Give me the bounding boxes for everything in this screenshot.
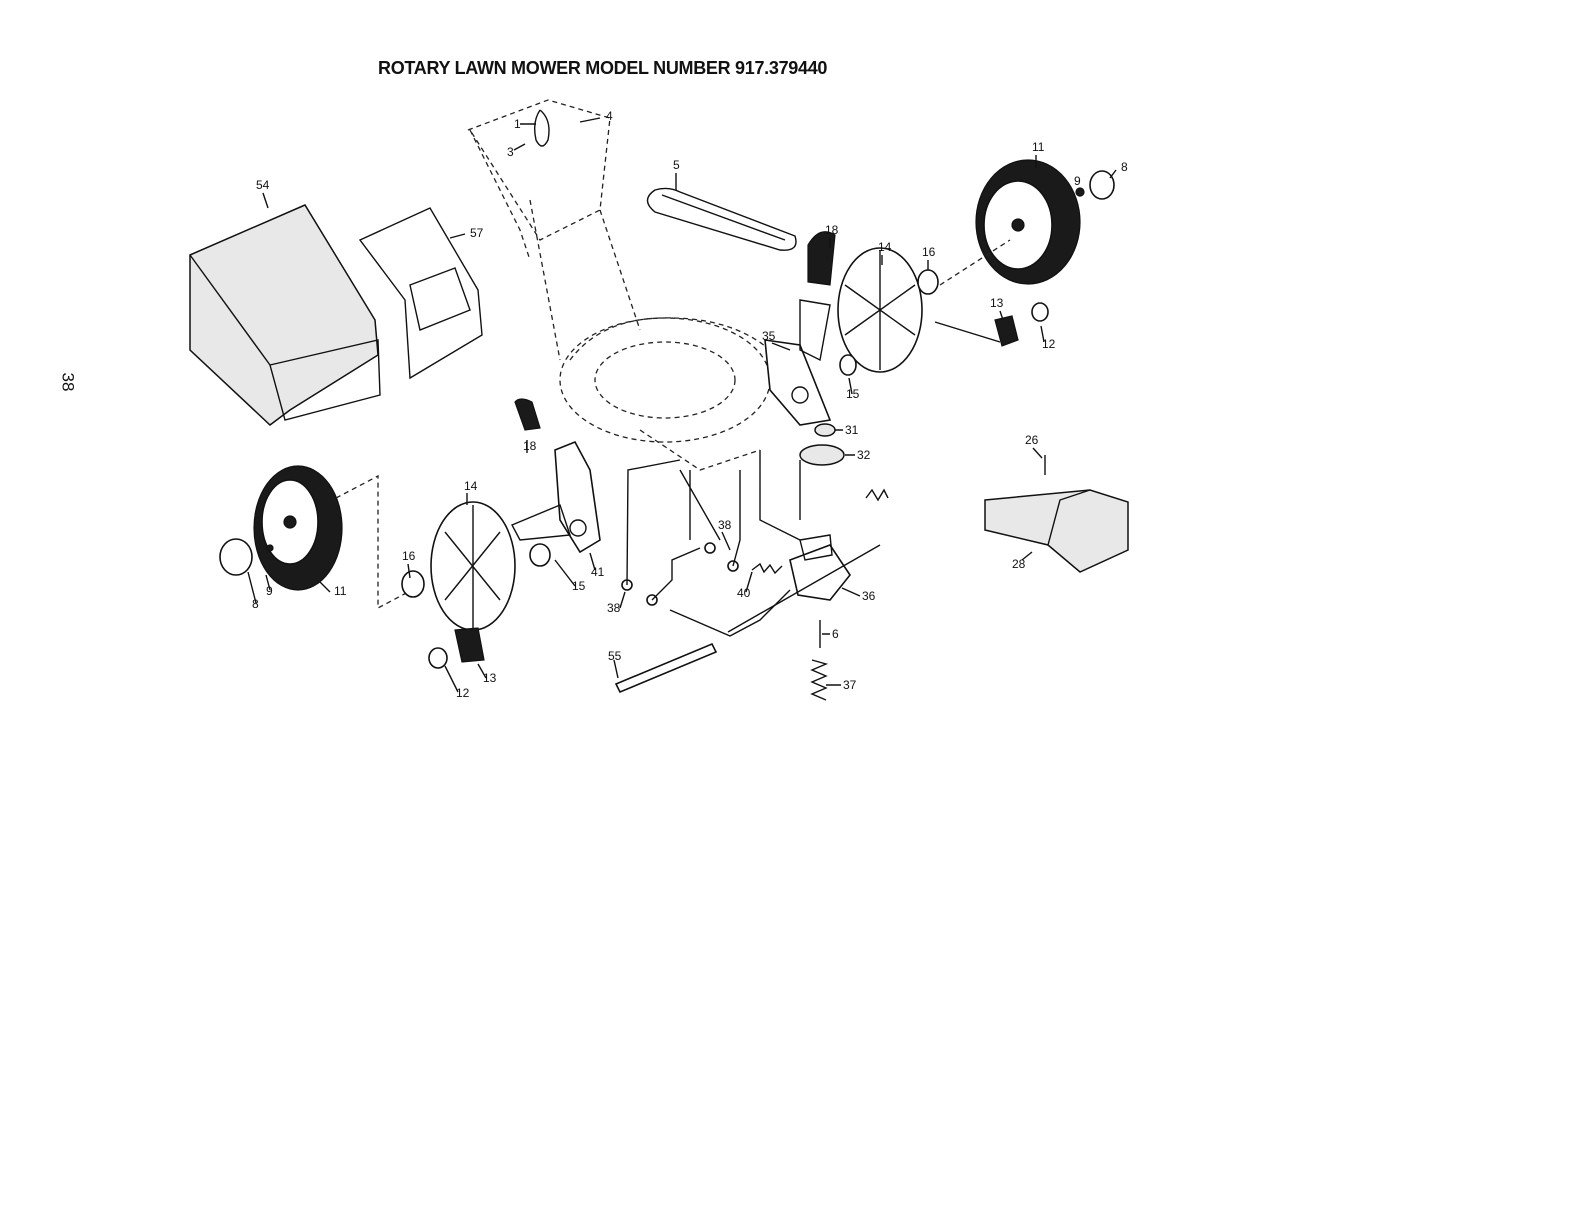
callout-32: 32	[857, 448, 871, 462]
callout-15-left: 15	[572, 579, 586, 593]
right-hubcap	[1090, 171, 1114, 199]
callout-9-right: 9	[1074, 174, 1081, 188]
left-hubcap	[220, 539, 252, 575]
callout-12-left: 12	[456, 686, 470, 700]
spring-40	[752, 564, 782, 573]
left-spacer	[402, 571, 424, 597]
spring-37	[812, 660, 826, 700]
right-bearing	[840, 355, 856, 375]
callout-4: 4	[606, 109, 613, 123]
cap-31	[815, 424, 835, 436]
left-e-ring	[429, 648, 447, 668]
callout-54: 54	[256, 178, 270, 192]
right-spacer	[918, 270, 938, 294]
callout-6: 6	[832, 627, 839, 641]
left-height-adjuster	[512, 442, 600, 552]
right-height-adjuster	[765, 300, 830, 425]
grass-bag	[190, 205, 380, 425]
callout-1: 1	[514, 117, 521, 131]
callout-8-right: 8	[1121, 160, 1128, 174]
callout-5: 5	[673, 158, 680, 172]
callout-35: 35	[762, 329, 776, 343]
handle-assembly	[468, 100, 640, 360]
right-rear-wheel	[976, 160, 1080, 284]
left-axle-line	[336, 476, 412, 608]
right-gear-cover	[808, 232, 835, 285]
left-bearing	[530, 544, 550, 566]
callout-40: 40	[737, 586, 751, 600]
right-drive-wheel	[838, 248, 922, 372]
callout-37: 37	[843, 678, 857, 692]
disk-32	[800, 445, 844, 465]
callout-14-left: 14	[464, 479, 478, 493]
callout-14-right: 14	[878, 240, 892, 254]
callout-41: 41	[591, 565, 605, 579]
callout-18-left: 18	[523, 439, 537, 453]
callout-36: 36	[862, 589, 876, 603]
callout-13-left: 13	[483, 671, 497, 685]
right-e-ring	[1032, 303, 1048, 321]
left-pinion-gear	[455, 628, 484, 662]
left-drive-wheel	[431, 502, 515, 630]
callout-57: 57	[470, 226, 484, 240]
left-rear-wheel	[254, 466, 342, 590]
discharge-chute	[985, 490, 1128, 572]
callout-31: 31	[845, 423, 859, 437]
callout-16-left: 16	[402, 549, 416, 563]
left-gear-cover	[515, 399, 540, 430]
callout-15-right: 15	[846, 387, 860, 401]
leader-lines	[627, 450, 800, 636]
callout-18-right: 18	[825, 223, 839, 237]
callout-13-right: 13	[990, 296, 1004, 310]
callout-16-right: 16	[922, 245, 936, 259]
mower-deck-outline	[560, 318, 770, 470]
callout-38-upper: 38	[718, 518, 732, 532]
nut-38a	[705, 543, 715, 553]
callout-26: 26	[1025, 433, 1039, 447]
callout-11-left: 11	[334, 584, 347, 598]
left-hub-screw	[267, 545, 273, 551]
right-hub-screw	[1076, 188, 1084, 196]
callout-38-lower: 38	[607, 601, 621, 615]
right-leader-line	[935, 322, 1000, 342]
callout-11-right: 11	[1032, 140, 1045, 154]
callout-3: 3	[507, 145, 514, 159]
rod-55	[616, 644, 716, 692]
spring-top	[866, 490, 888, 500]
